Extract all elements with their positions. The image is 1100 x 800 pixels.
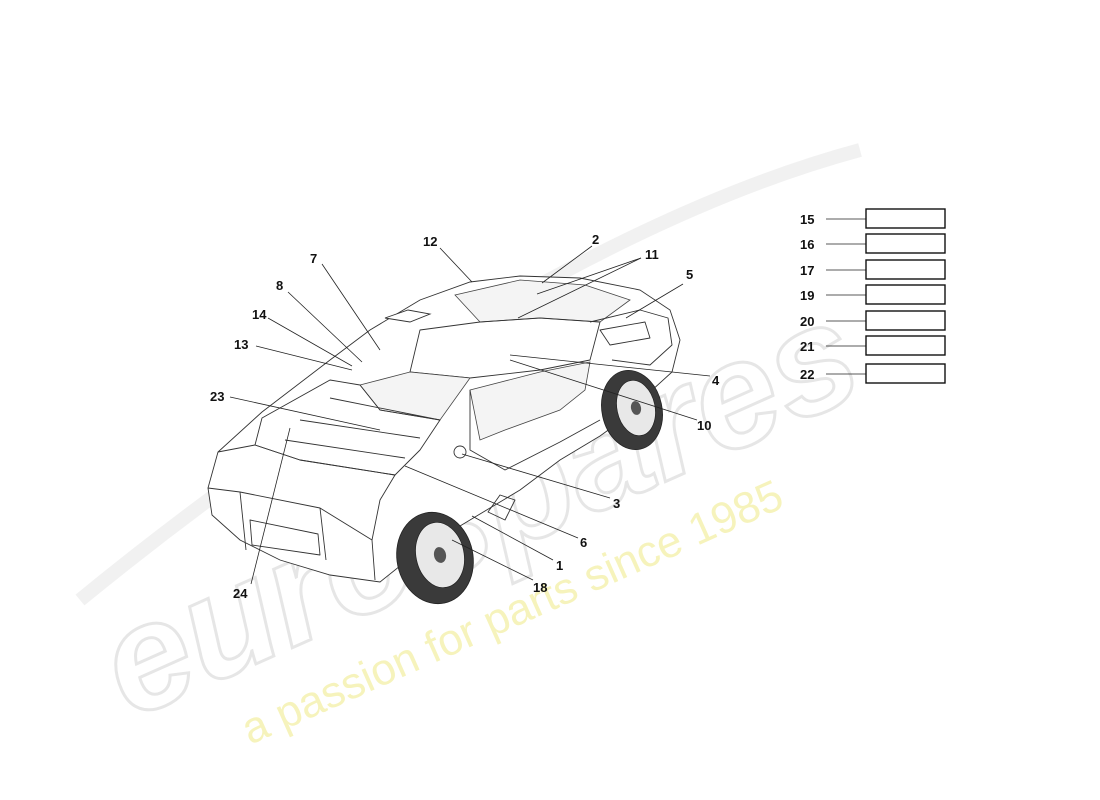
label-row-19: 19 xyxy=(800,284,946,305)
label-number: 15 xyxy=(800,212,814,227)
label-box xyxy=(865,363,946,384)
callout-18: 18 xyxy=(533,580,547,595)
label-row-20: 20 xyxy=(800,310,946,331)
rear-wheel xyxy=(396,511,474,605)
label-box xyxy=(865,335,946,356)
leader-10 xyxy=(509,359,698,421)
leader-5 xyxy=(625,283,684,319)
engine-slat-1 xyxy=(299,419,421,439)
callout-1: 1 xyxy=(556,558,563,573)
label-number: 19 xyxy=(800,288,814,303)
label-row-17: 17 xyxy=(800,259,946,280)
leader-13 xyxy=(255,345,353,371)
leader-1 xyxy=(471,515,554,561)
label-box xyxy=(865,259,946,280)
callout-10: 10 xyxy=(697,418,711,433)
headlight xyxy=(599,321,651,346)
leader-3 xyxy=(461,453,611,499)
callout-11: 11 xyxy=(645,247,659,262)
label-number: 17 xyxy=(800,263,814,278)
rear-fascia xyxy=(207,487,373,541)
front-wheel xyxy=(601,369,663,451)
side-mirror xyxy=(384,309,432,323)
label-number: 16 xyxy=(800,237,814,252)
label-row-15: 15 xyxy=(800,208,946,229)
label-row-22: 22 xyxy=(800,363,946,384)
label-box xyxy=(865,310,946,331)
callout-23: 23 xyxy=(210,389,224,404)
callout-14: 14 xyxy=(252,307,267,322)
label-number: 21 xyxy=(800,339,814,354)
leader-24 xyxy=(250,427,291,585)
label-row-21: 21 xyxy=(800,335,946,356)
car-illustration xyxy=(207,275,681,605)
leader-11a xyxy=(536,257,642,295)
leader-12 xyxy=(439,247,473,283)
callout-5: 5 xyxy=(686,267,693,282)
label-box xyxy=(865,284,946,305)
engine-slat-2 xyxy=(284,439,406,459)
fuel-cap xyxy=(453,445,467,459)
label-number: 20 xyxy=(800,314,814,329)
callout-7: 7 xyxy=(310,251,317,266)
leader-4 xyxy=(509,354,711,377)
side-intake xyxy=(487,494,516,521)
label-box xyxy=(865,233,946,254)
leader-14 xyxy=(267,317,353,367)
leader-lines xyxy=(229,245,711,585)
callout-numbers: 1 2 3 4 5 6 7 8 10 11 12 13 14 18 23 24 xyxy=(210,232,720,601)
leader-6 xyxy=(404,465,579,539)
callout-13: 13 xyxy=(234,337,248,352)
car-body xyxy=(207,275,681,583)
label-list: 15 16 17 19 20 21 22 xyxy=(800,208,946,384)
callout-12: 12 xyxy=(423,234,437,249)
label-row-16: 16 xyxy=(800,233,946,254)
side-window xyxy=(469,361,591,441)
rear-grille xyxy=(249,519,321,556)
callout-4: 4 xyxy=(712,373,720,388)
label-box xyxy=(865,208,946,229)
tail-lights xyxy=(239,491,327,561)
engine-slat-3 xyxy=(329,397,441,421)
leader-11b xyxy=(517,257,642,319)
callout-8: 8 xyxy=(276,278,283,293)
callout-2: 2 xyxy=(592,232,599,247)
callout-6: 6 xyxy=(580,535,587,550)
leader-23 xyxy=(229,396,381,431)
front-hood xyxy=(589,309,673,366)
callout-3: 3 xyxy=(613,496,620,511)
leader-7 xyxy=(321,263,381,351)
door-line xyxy=(469,390,601,471)
leader-2 xyxy=(541,245,593,284)
label-number: 22 xyxy=(800,367,814,382)
leader-8 xyxy=(287,291,363,363)
leader-18 xyxy=(451,539,534,581)
callout-24: 24 xyxy=(233,586,248,601)
